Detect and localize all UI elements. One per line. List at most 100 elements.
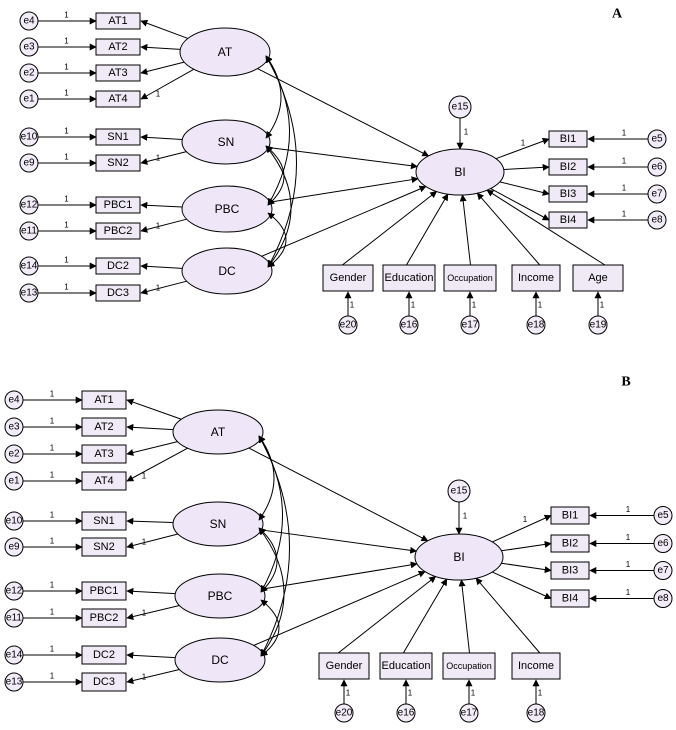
- indicator-box: [550, 561, 590, 580]
- panel-label: B: [621, 375, 630, 390]
- error-label: e4: [23, 16, 35, 27]
- indicator-box: [81, 537, 127, 557]
- indicator-label: SN2: [107, 157, 128, 169]
- loading-path: [126, 398, 182, 420]
- latent-label: PBC: [215, 202, 240, 216]
- correlation-path: [258, 527, 285, 657]
- covariate-label: Education: [382, 660, 431, 672]
- covariate-path: [402, 578, 448, 654]
- error-label: e9: [23, 158, 35, 169]
- error-label: e20: [340, 320, 357, 331]
- indicator-box: [81, 608, 127, 628]
- covariate-path: [459, 194, 471, 266]
- structural-path: [268, 146, 418, 170]
- error-label: e3: [8, 422, 20, 433]
- path-weight: 1: [622, 157, 627, 166]
- indicator-box: [548, 211, 588, 229]
- path-weight: 1: [622, 184, 627, 193]
- indicator-box: [95, 154, 141, 172]
- structural-path: [261, 185, 427, 257]
- loading-path: [492, 514, 552, 543]
- correlation-path: [258, 527, 278, 593]
- loading-path: [140, 201, 183, 209]
- loading-path: [140, 151, 187, 165]
- loading-path: [126, 517, 174, 525]
- correlation-path: [265, 55, 297, 268]
- indicator-box: [81, 471, 127, 491]
- path-weight: 1: [64, 195, 69, 204]
- indicator-label: PBC2: [90, 612, 119, 624]
- path-weight: 1: [622, 210, 627, 219]
- indicator-label: DC3: [107, 287, 129, 299]
- covariate-label: Income: [518, 660, 554, 672]
- correlation-path: [265, 145, 285, 206]
- indicator-box: [550, 506, 590, 525]
- error-label: e14: [21, 261, 38, 272]
- loading-path: [126, 441, 178, 456]
- correlation-path: [267, 212, 287, 268]
- path-weight: 1: [626, 560, 631, 569]
- covariate-box: [379, 652, 433, 680]
- covariate-box: [322, 264, 374, 292]
- path-weight: 1: [626, 588, 631, 597]
- loading-path: [503, 163, 550, 171]
- path-weight: 1: [521, 139, 526, 148]
- covariate-path: [337, 576, 437, 654]
- error-label: e12: [21, 200, 38, 211]
- loading-path: [501, 540, 552, 552]
- path-weight: 1: [622, 129, 627, 138]
- structural-path: [248, 447, 429, 542]
- covariate-path: [486, 189, 606, 266]
- loading-path: [126, 533, 179, 549]
- path-weight: 1: [142, 673, 147, 682]
- loading-path: [140, 43, 181, 51]
- correlation-path: [260, 599, 280, 657]
- panel-label: A: [612, 7, 623, 22]
- error-label: e7: [651, 189, 663, 200]
- indicator-box: [81, 390, 127, 410]
- loading-path: [126, 447, 188, 482]
- latent-ellipse: [181, 247, 273, 295]
- indicator-box: [95, 64, 141, 82]
- indicator-box: [95, 90, 141, 108]
- loading-path: [126, 423, 174, 431]
- covariate-path: [475, 577, 541, 654]
- error-label: e13: [21, 288, 38, 299]
- indicator-label: BI1: [562, 510, 579, 522]
- error-label: e20: [336, 708, 353, 719]
- indicator-box: [95, 128, 141, 146]
- path-weight: 1: [350, 301, 355, 310]
- indicator-label: AT1: [108, 15, 127, 27]
- path-weight: 1: [626, 505, 631, 514]
- indicator-label: BI4: [560, 214, 577, 226]
- indicator-label: PBC1: [90, 585, 119, 597]
- loading-path: [495, 137, 550, 160]
- latent-ellipse: [174, 637, 266, 683]
- error-label: e17: [462, 320, 479, 331]
- path-weight: 1: [64, 153, 69, 162]
- indicator-box: [550, 534, 590, 553]
- covariate-box: [443, 264, 497, 292]
- indicator-label: AT1: [94, 394, 113, 406]
- indicator-label: BI2: [562, 538, 579, 550]
- loading-path: [126, 605, 180, 620]
- error-label: e18: [528, 320, 545, 331]
- indicator-box: [95, 222, 141, 240]
- error-label: e2: [8, 449, 20, 460]
- path-weight: 1: [538, 689, 543, 698]
- error-label: e13: [6, 677, 23, 688]
- error-label: e8: [651, 215, 663, 226]
- path-weight: 1: [50, 645, 55, 654]
- indicator-label: AT3: [108, 67, 127, 79]
- indicator-box: [81, 581, 127, 601]
- path-weight: 1: [50, 511, 55, 520]
